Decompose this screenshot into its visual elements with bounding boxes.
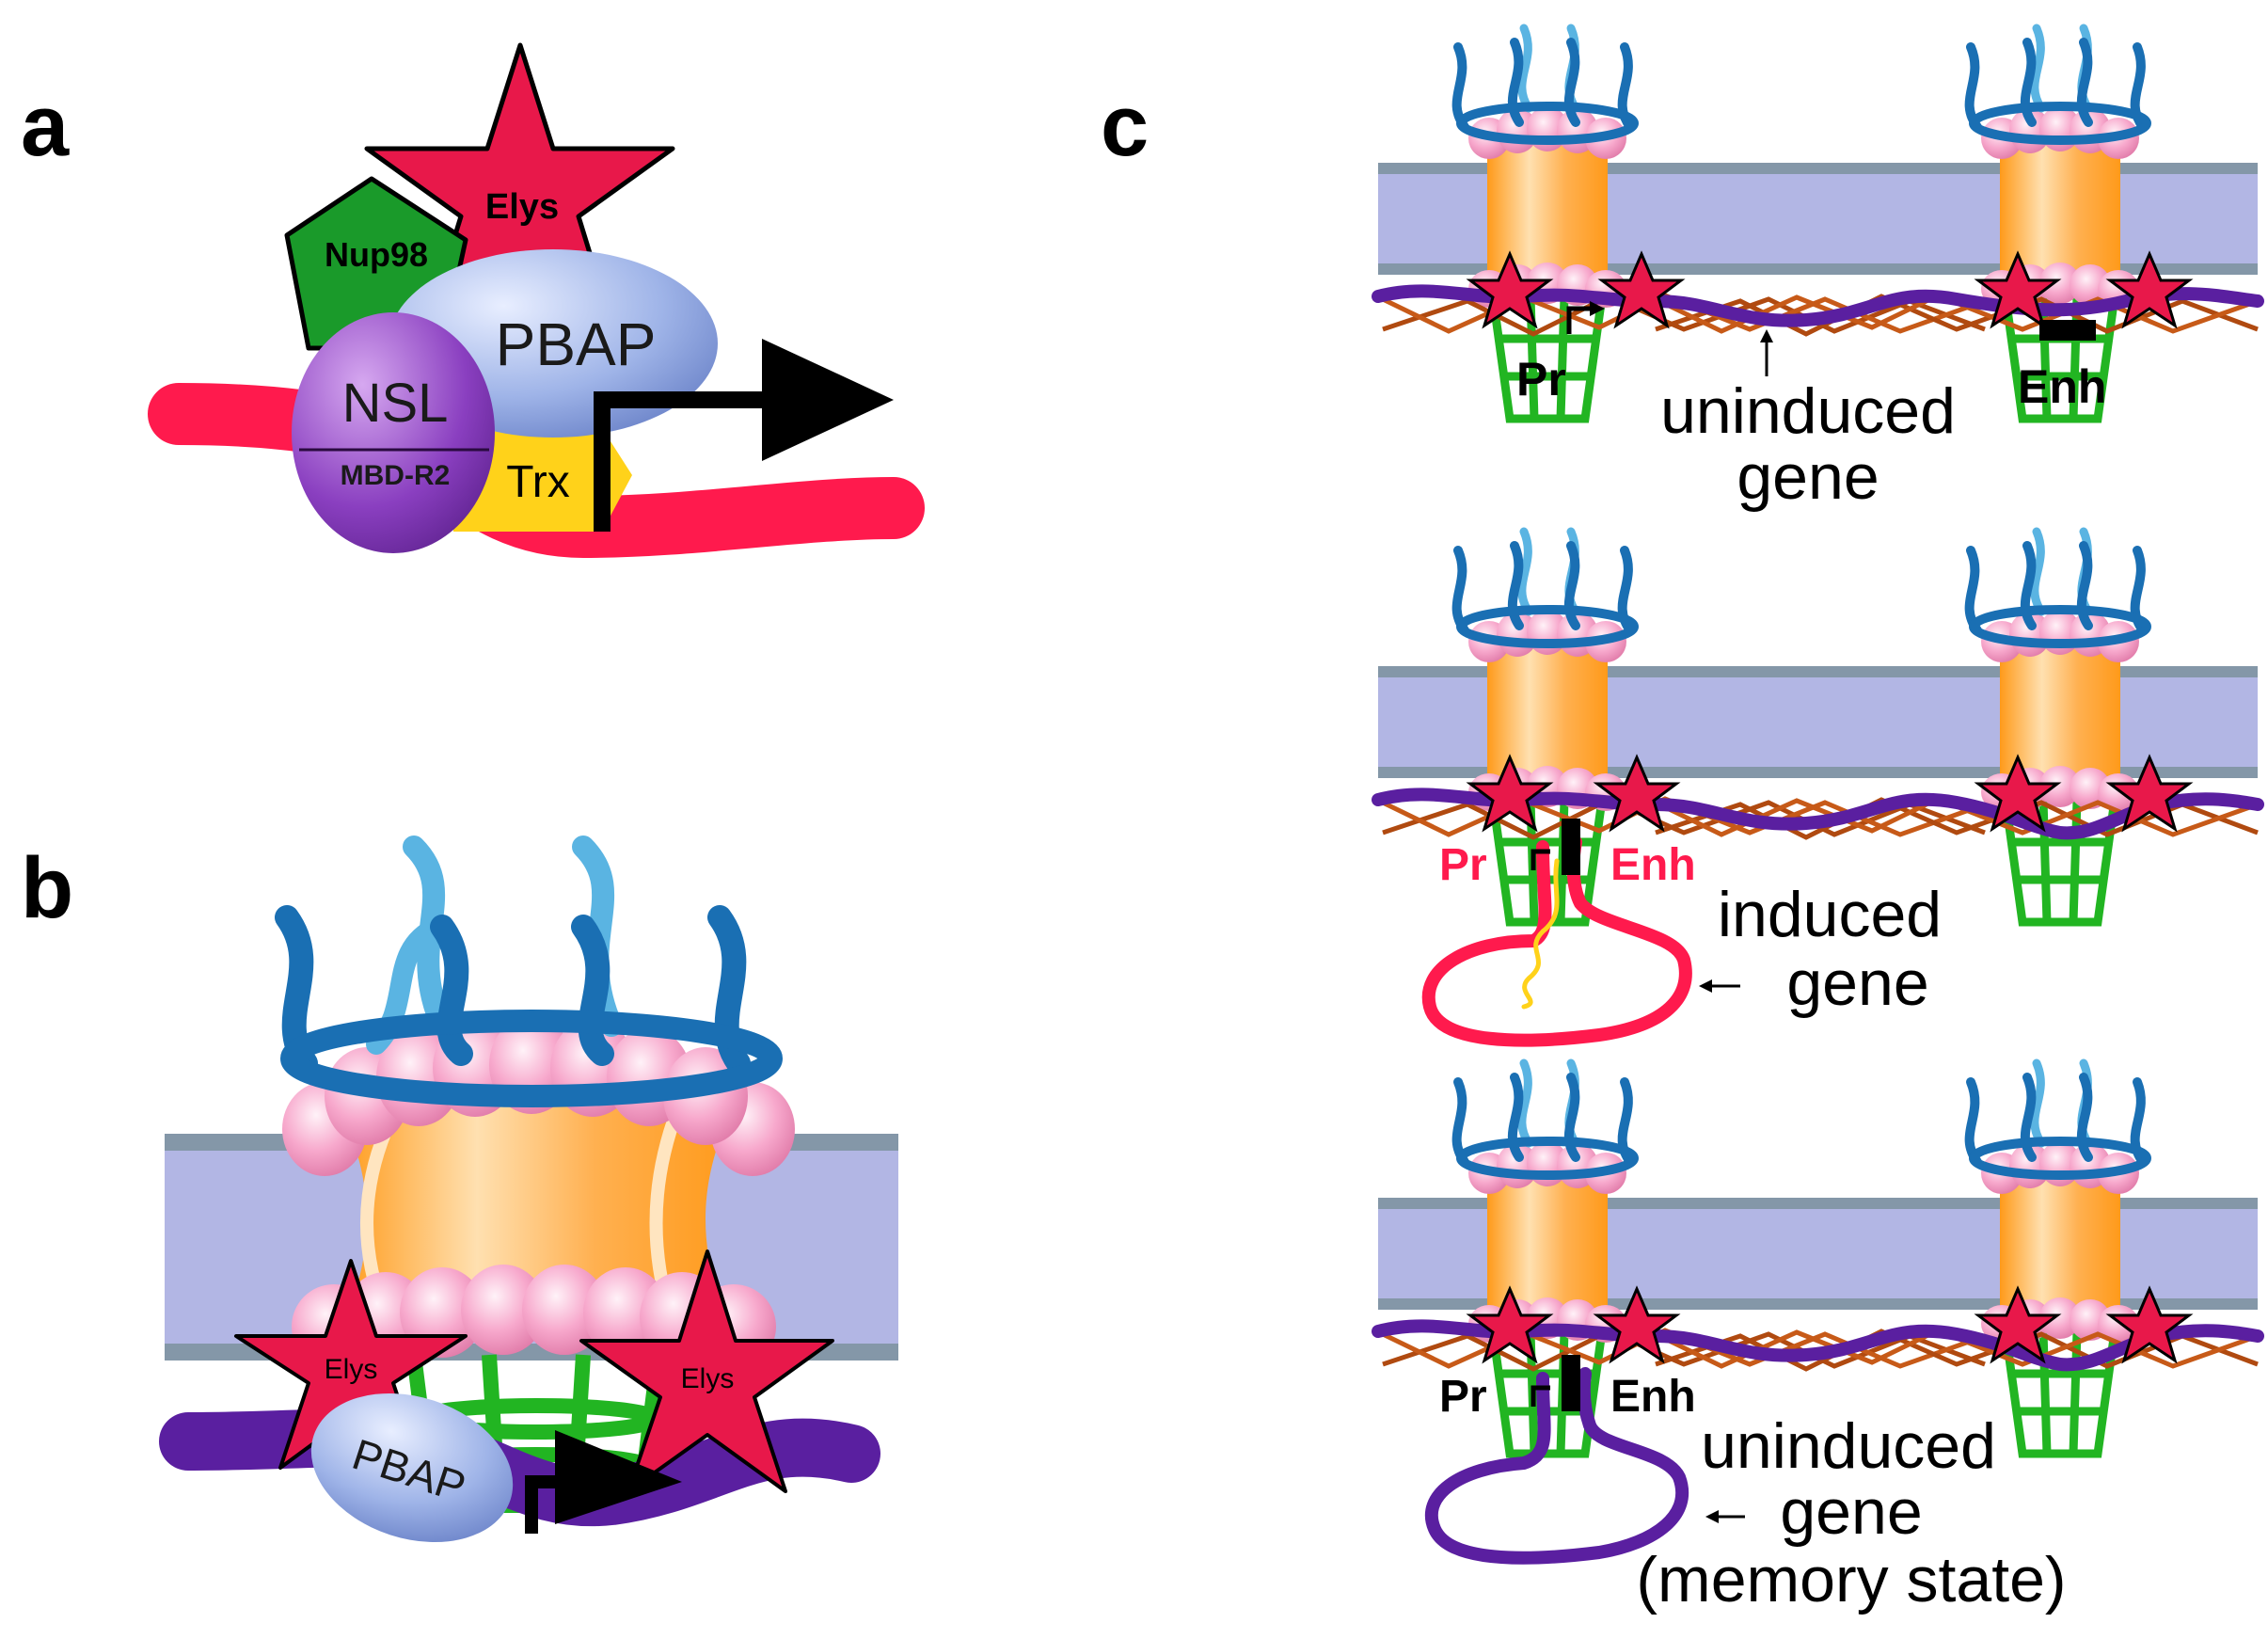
panel-a: a Elys Nup98 Trx PBAP NSL MBD-R2 — [21, 42, 925, 559]
transcription-arrowhead-b-icon — [555, 1430, 682, 1524]
caption-row3-line3: (memory state) — [1636, 1544, 2066, 1615]
caption-arrowhead-row3-icon — [1705, 1510, 1719, 1523]
enhancer-block-row1 — [2039, 320, 2096, 341]
promoter-arrow-row2 — [1531, 849, 1550, 870]
enhancer-block-row3 — [1562, 1355, 1580, 1411]
enhancer-label-row1: Enh — [2018, 360, 2106, 413]
pbap-label: PBAP — [496, 310, 657, 378]
promoter-label-row3: Pr — [1439, 1372, 1487, 1422]
caption-arrowhead-row1-icon — [1760, 329, 1773, 342]
promoter-label-row2: Pr — [1439, 840, 1487, 890]
elys-star-row1-1-icon — [1466, 250, 1554, 329]
trx-block-icon — [453, 428, 632, 532]
enhancer-block-row2 — [1562, 819, 1580, 875]
caption-row2-line1: induced — [1718, 879, 1942, 950]
elys-star-row2-2-icon — [1593, 754, 1681, 833]
induced-loop-red — [1421, 835, 1692, 1047]
trx-label: Trx — [506, 457, 570, 507]
enhancer-label-row3: Enh — [1610, 1372, 1696, 1422]
promoter-label-row1: Pr — [1516, 353, 1566, 406]
elys-star-row3-1-icon — [1466, 1285, 1554, 1364]
promoter-arrow-row3 — [1531, 1385, 1550, 1407]
caption-row1-line2: gene — [1737, 441, 1879, 513]
elys-star-row2-3-icon — [1974, 754, 2062, 833]
transcription-arrow-icon — [594, 391, 762, 532]
elys-star-row2-4-icon — [2105, 754, 2194, 833]
panel-c-row-induced: Pr Enh induced gene — [1372, 532, 2264, 1047]
mbd-r2-label: MBD-R2 — [341, 460, 451, 491]
caption-row2-line2: gene — [1786, 947, 1928, 1019]
elys-right-label: Elys — [681, 1363, 735, 1394]
panel-c-row-memory: Pr Enh uninduced gene (memory state) — [1372, 1063, 2264, 1615]
caption-arrowhead-row2-icon — [1699, 979, 1712, 993]
caption-row3-line2: gene — [1780, 1476, 1922, 1548]
elys-star-row2-1-icon — [1466, 754, 1554, 833]
elys-star-row3-4-icon — [2105, 1285, 2194, 1364]
transcript-yellow — [1521, 858, 1560, 1010]
panel-letter-c: c — [1101, 78, 1149, 174]
elys-star-row1-4-icon — [2105, 250, 2194, 329]
panel-c-row-uninduced: Pr Enh uninduced gene — [1372, 28, 2264, 513]
nup98-label: Nup98 — [325, 235, 428, 274]
panel-c: c Pr Enh uninduced gene — [1101, 28, 2264, 1615]
elys-star-row3-3-icon — [1974, 1285, 2062, 1364]
memory-loop-purple — [1424, 1367, 1689, 1565]
elys-star-right-icon — [579, 1249, 834, 1493]
elys-star-row1-3-icon — [1974, 250, 2062, 329]
promoter-arrowhead-row1-icon — [1590, 301, 1605, 316]
elys-star-row3-2-icon — [1593, 1285, 1681, 1364]
cytoplasmic-filaments-b — [275, 835, 783, 1107]
caption-row3-line1: uninduced — [1701, 1410, 1996, 1482]
enhancer-label-row2: Enh — [1610, 840, 1696, 890]
promoter-arrow-row1 — [1566, 306, 1590, 334]
pbap-ellipse-b-icon — [310, 1392, 514, 1543]
panel-letter-b: b — [21, 840, 73, 936]
nsl-label: NSL — [342, 373, 449, 434]
elys-star-row1-2-icon — [1597, 250, 1686, 329]
elys-left-label: Elys — [325, 1354, 378, 1385]
panel-letter-a: a — [21, 78, 70, 174]
transcription-arrowhead-icon — [762, 339, 894, 461]
panel-b: b — [21, 835, 898, 1543]
caption-row1-line1: uninduced — [1660, 375, 1956, 447]
elys-label: Elys — [485, 187, 559, 227]
nsl-sphere-icon — [292, 312, 495, 553]
